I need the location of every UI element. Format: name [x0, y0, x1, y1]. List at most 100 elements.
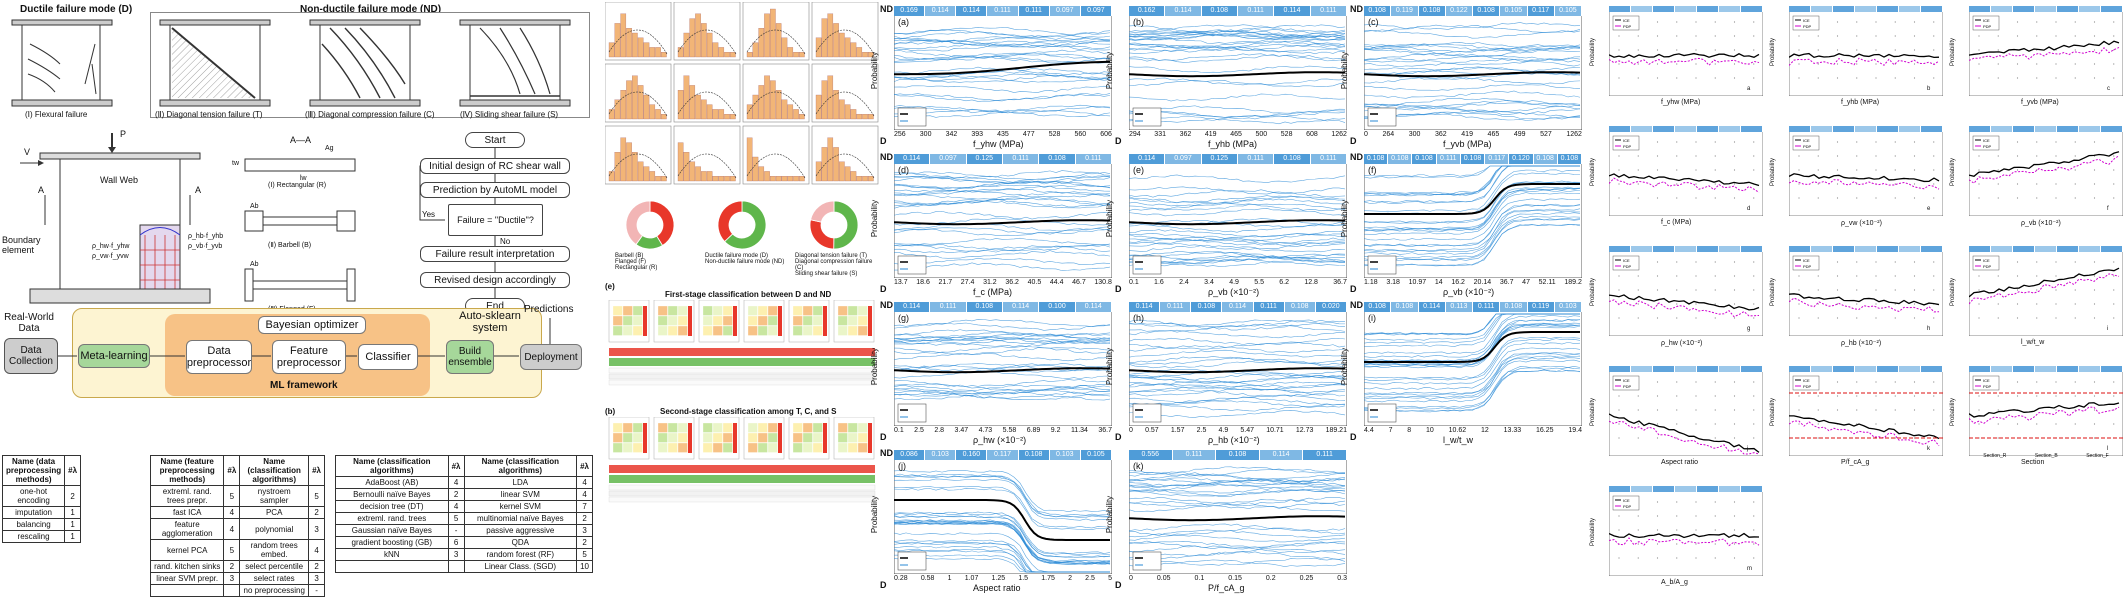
- ice-line: [894, 346, 1111, 355]
- x-axis-label: f_yhb (MPa): [1208, 139, 1258, 149]
- ice-line: [1129, 109, 1346, 118]
- ice-line: [1129, 40, 1346, 49]
- small-quantile-cell: [1921, 246, 1943, 252]
- histogram-bar: [856, 176, 863, 182]
- ice-mean-line: [1789, 297, 1940, 313]
- small-quantile-cell: [1697, 366, 1719, 372]
- histogram-bar: [614, 99, 621, 120]
- ice-line: [1364, 67, 1581, 76]
- ice-line: [1364, 323, 1581, 366]
- feature-prep-cell: polynomial: [239, 518, 310, 540]
- ice-line: [894, 52, 1111, 60]
- ice-line: [894, 336, 1111, 345]
- ice-line: [894, 93, 1111, 101]
- ice-mean-line: [1969, 273, 2120, 305]
- ice-line: [1364, 58, 1581, 67]
- ice-line: [1129, 253, 1346, 262]
- histogram-bar: [799, 52, 805, 58]
- confusion-matrix: [698, 417, 740, 460]
- histogram-bar: [799, 176, 805, 182]
- small-quantile-cell: [2079, 366, 2101, 372]
- caption-diagonal-tension: (Ⅱ) Diagonal tension failure (T): [155, 110, 263, 119]
- ice-line: [1129, 381, 1346, 389]
- x-tick-label: 264: [1382, 131, 1395, 138]
- ice-line: [894, 40, 1111, 50]
- feature-prep-header-name: Name (feature preprocessing methods): [149, 455, 225, 486]
- small-panel-ylabel: Probability: [1950, 277, 1957, 307]
- x-tick-label: 3.4: [1204, 279, 1214, 286]
- quantile-value: 0.108: [1018, 450, 1050, 460]
- confusion-matrix: [788, 300, 830, 343]
- confusion-matrix: [833, 417, 875, 460]
- ice-line: [1129, 548, 1346, 557]
- small-panel-xlabel: f_yvb (MPa): [2021, 99, 2059, 106]
- boundary-element-label: Boundary element: [2, 235, 41, 255]
- metrics-row-red: [609, 348, 875, 356]
- quantile-value: 0.160: [956, 450, 988, 460]
- histogram-svg: [604, 1, 879, 185]
- histogram-bar: [661, 52, 667, 58]
- x-tick-label: 31.2: [983, 279, 997, 286]
- histogram-bar: [643, 42, 650, 58]
- small-quantile-cell: [2057, 126, 2079, 132]
- ice-line: [894, 333, 1111, 342]
- feature-prep-cell: 4: [308, 539, 325, 561]
- ice-line: [1129, 238, 1346, 247]
- small-quantile-cell: [1719, 6, 1741, 12]
- histogram-bar: [833, 147, 839, 182]
- donut-slice: [717, 200, 743, 243]
- histogram-bar: [683, 152, 690, 182]
- ice-line: [1364, 324, 1581, 367]
- histogram-bar: [701, 23, 707, 58]
- ml-framework-label: ML framework: [270, 380, 338, 391]
- quantile-value: 0.108: [1500, 302, 1528, 312]
- ice-line: [1129, 45, 1346, 53]
- ice-mean-line: [1609, 420, 1760, 455]
- panel-label: (j): [898, 461, 906, 471]
- pdp-mean-line: [1609, 173, 1760, 187]
- histogram-bar: [770, 176, 776, 182]
- ice-line: [1129, 218, 1346, 227]
- small-quantile-bar: [1609, 246, 1763, 252]
- histogram-bar: [614, 23, 621, 58]
- y-axis-label: Probability: [870, 347, 880, 386]
- x-tick-label: 419: [1461, 131, 1473, 138]
- pdp-mean-line: [1789, 173, 1940, 183]
- quantile-value: 0.119: [1391, 6, 1419, 16]
- donut-legend-2-item-1: Ductile failure mode (D): [705, 253, 769, 259]
- classifier-cell: 10: [576, 560, 593, 573]
- ice-line: [894, 384, 1111, 393]
- histogram-bar: [764, 171, 770, 182]
- x-tick-label: 300: [1408, 131, 1421, 138]
- x-tick-label: 0: [1129, 427, 1133, 434]
- ice-line: [894, 379, 1111, 387]
- x-tick-label: 342: [945, 131, 958, 138]
- flow-no: No: [500, 237, 511, 246]
- ice-line: [894, 55, 1111, 64]
- nd-label: ND: [1350, 300, 1363, 310]
- panel-label: (e): [1133, 165, 1144, 175]
- histogram-bar: [718, 47, 725, 58]
- small-panel-xlabel: l_w/t_w: [2021, 339, 2045, 346]
- quantile-value: 0.122: [1445, 6, 1473, 16]
- histogram-bar: [793, 109, 799, 120]
- failure-mode-sketches: [11, 19, 571, 107]
- ice-line: [894, 170, 1111, 179]
- donut-legend-3-item-3: Sliding shear failure (S): [795, 271, 858, 277]
- histogram-bar: [815, 37, 822, 58]
- x-tick-label: 10.97: [1408, 279, 1427, 286]
- ice-mean-line: [1609, 177, 1760, 193]
- chart-d-label: D: [1115, 580, 1122, 590]
- ice-line: [894, 522, 1111, 565]
- histogram-bar: [781, 37, 788, 58]
- lw-label: lw: [300, 175, 307, 182]
- wall-elevation-svg: [20, 133, 211, 304]
- legend-pdp: PDP: [1983, 384, 1992, 389]
